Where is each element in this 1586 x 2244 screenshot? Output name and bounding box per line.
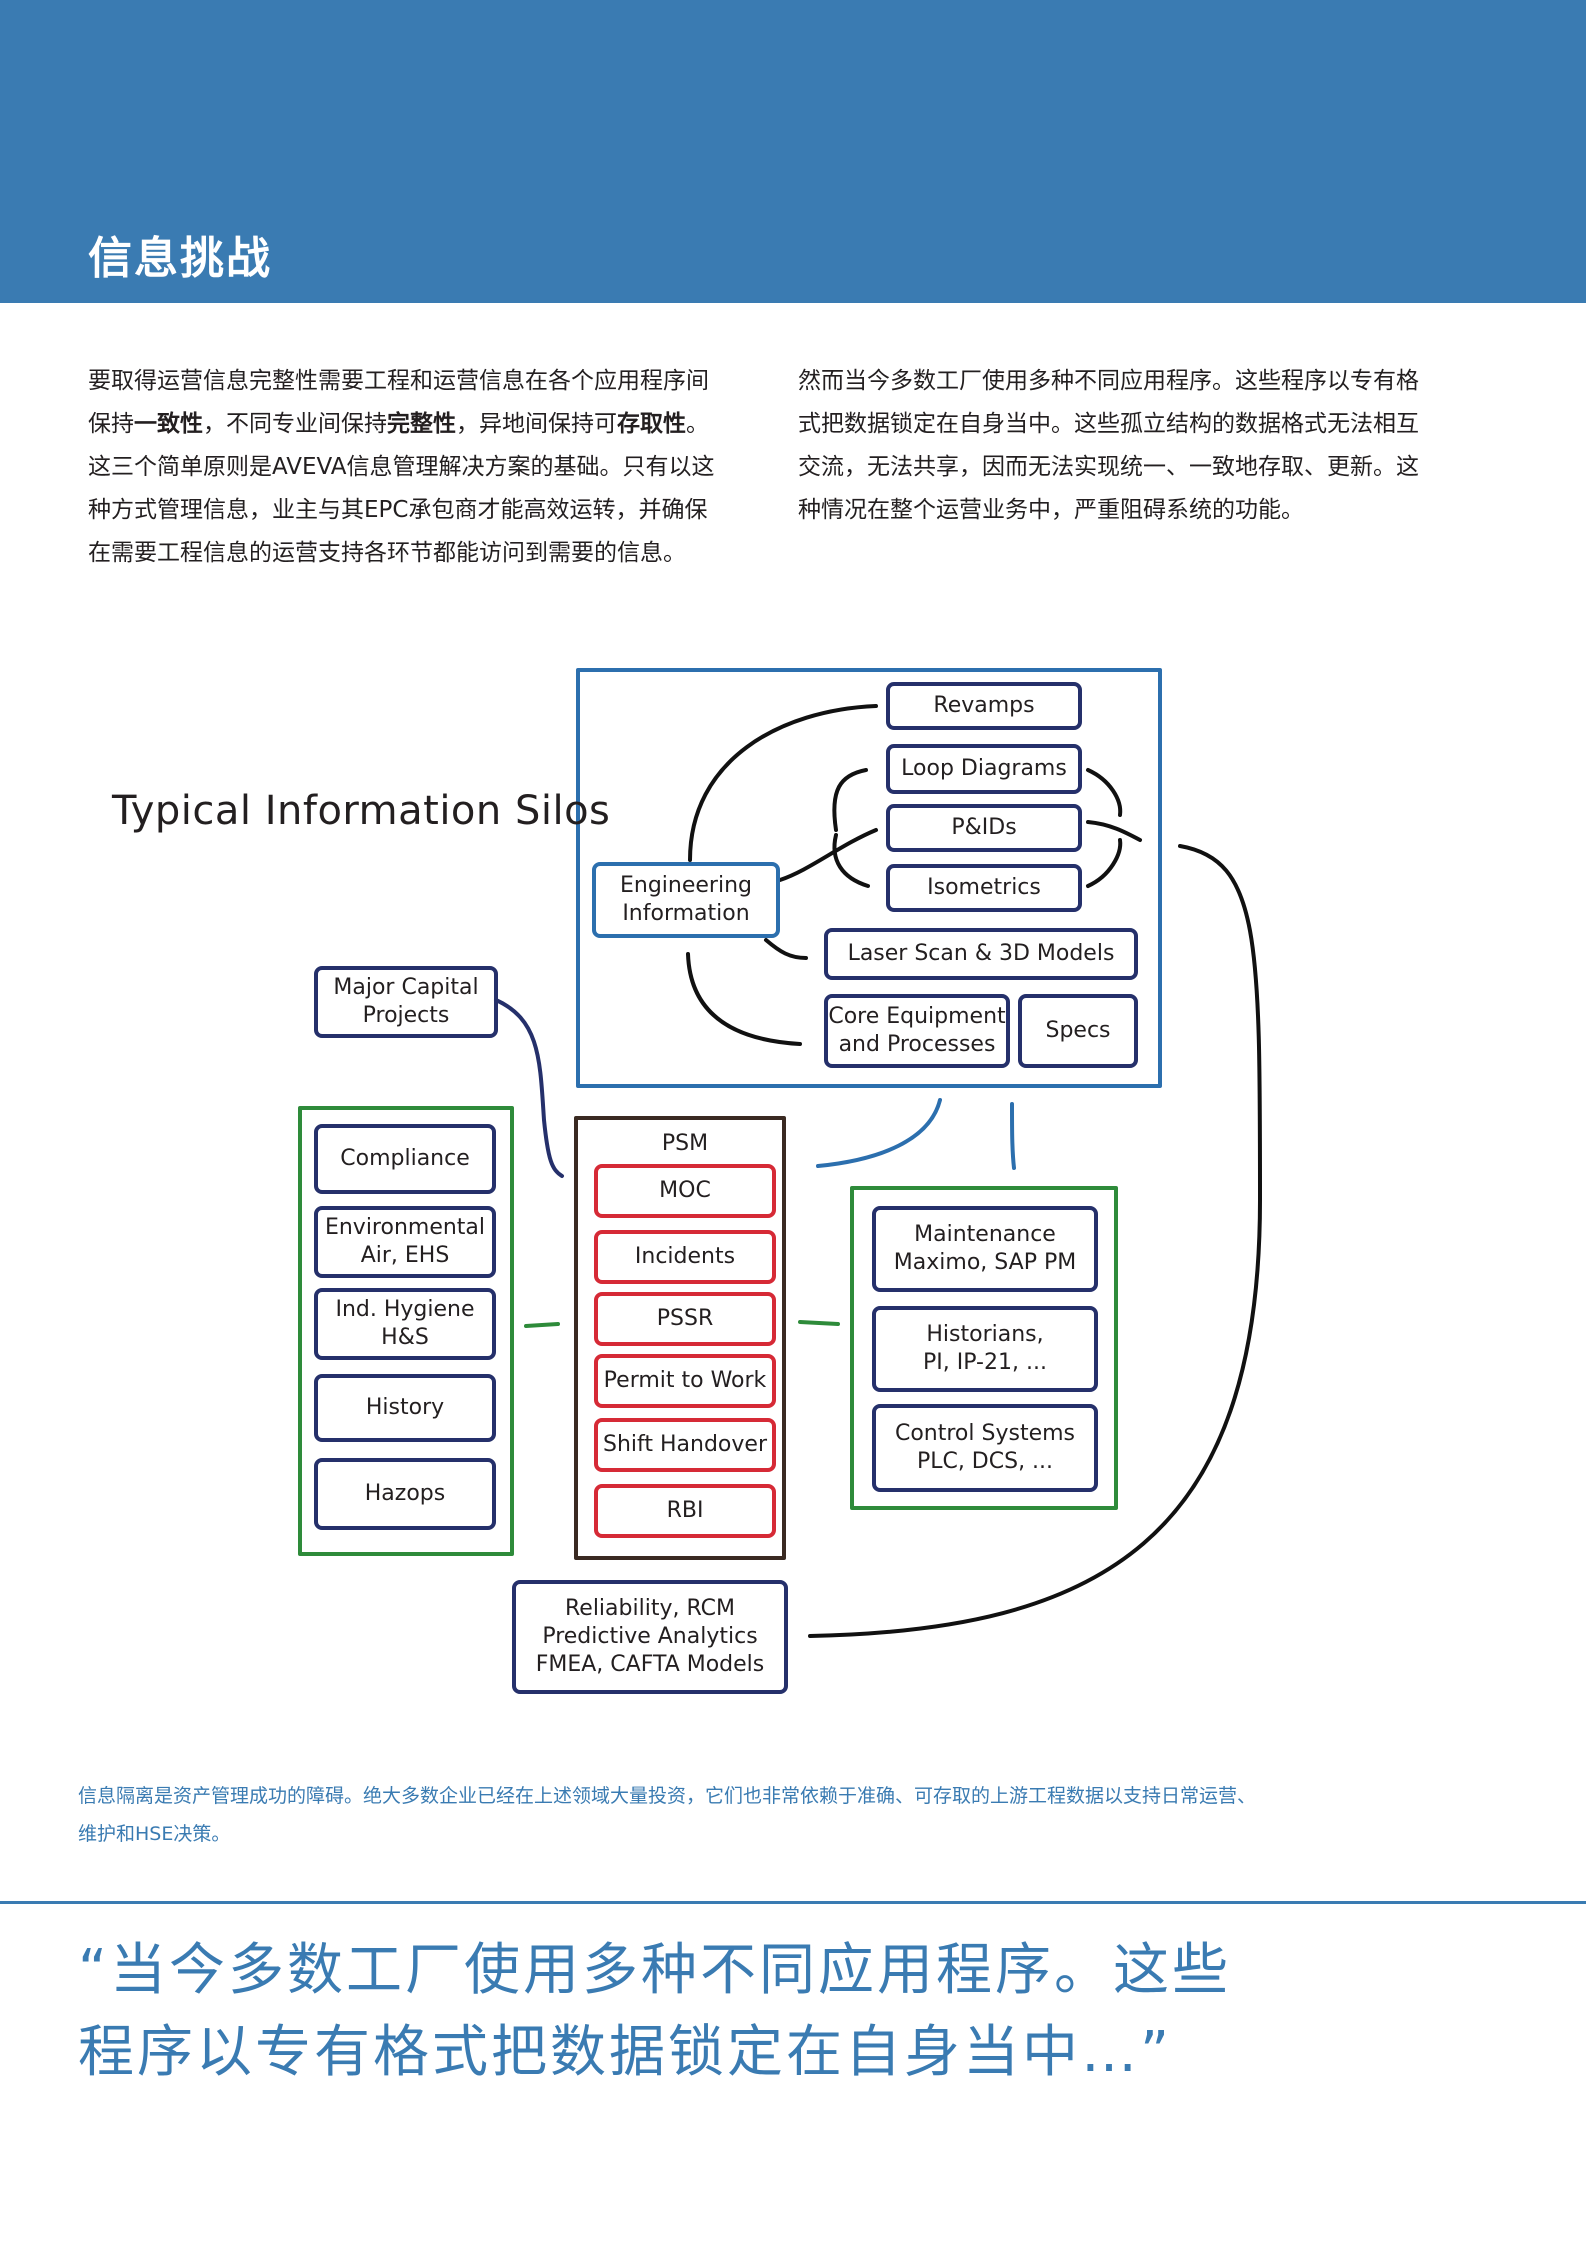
emphasis-completeness: 完整性 [387, 411, 456, 437]
maintenance-frame [850, 1186, 1118, 1510]
ind-hygiene-label: Ind. Hygiene H&S [335, 1297, 475, 1350]
psm-eng-connector [816, 1098, 942, 1168]
emphasis-consistency: 一致性 [134, 411, 203, 437]
engineering-information-box [592, 862, 780, 938]
pssr-label: PSSR [656, 1306, 714, 1331]
psm-header-label: PSM [661, 1131, 709, 1156]
intro-right-column: 然而当今多数工厂使用多种不同应用程序。这些程序以专有格 式把数据锁定在自身当中。… [798, 360, 1458, 532]
intro-left-line: 这三个简单原则是AVEVA信息管理解决方案的基础。只有以这 [88, 454, 715, 480]
permit-to-work-label: Permit to Work [603, 1368, 767, 1393]
pids-label: P&IDs [951, 815, 1017, 840]
intro-left-line: 要取得运营信息完整性需要工程和运营信息在各个应用程序间 [88, 368, 709, 394]
pull-quote-line: “当今多数工厂使用多种不同应用程序。这些 [78, 1938, 1232, 2003]
header-band [0, 0, 1586, 303]
environmental-label: Environmental Air, EHS [324, 1215, 486, 1268]
psm-frame [574, 1116, 786, 1560]
control-systems-label: Control Systems PLC, DCS, ... [894, 1421, 1076, 1474]
compliance-frame [298, 1106, 514, 1556]
intro-right-line: 交流，无法共享，因而无法实现统一、一致地存取、更新。这 [798, 454, 1419, 480]
emphasis-accessibility: 存取性 [617, 411, 686, 437]
hazops-label: Hazops [364, 1481, 446, 1506]
intro-right-line: 然而当今多数工厂使用多种不同应用程序。这些程序以专有格 [798, 368, 1419, 394]
core-equipment-label: Core Equipment and Processes [828, 1004, 1006, 1057]
maintenance-label: Maintenance Maximo, SAP PM [893, 1222, 1077, 1275]
engineering-frame [576, 668, 1162, 1088]
revamps-label: Revamps [933, 693, 1035, 718]
isometrics-label: Isometrics [927, 875, 1041, 900]
maint-eng-connector [1010, 1102, 1016, 1170]
divider-rule [0, 1901, 1586, 1904]
specs-label: Specs [1045, 1018, 1111, 1043]
engineering-information-label: Engineering Information [620, 873, 752, 926]
history-label: History [365, 1395, 445, 1420]
intro-right-line: 种情况在整个运营业务中，严重阻碍系统的功能。 [798, 497, 1304, 523]
page-title: 信息挑战 [88, 233, 272, 284]
engineering-connectors [686, 704, 1142, 1046]
intro-left-line: 种方式管理信息，业主与其EPC承包商才能高效运转，并确保 [88, 497, 708, 523]
figure-caption: 信息隔离是资产管理成功的障碍。绝大多数企业已经在上述领域大量投资，它们也非常依赖… [78, 1777, 1408, 1853]
caption-line: 信息隔离是资产管理成功的障碍。绝大多数企业已经在上述领域大量投资，它们也非常依赖… [78, 1785, 1257, 1807]
intro-left-line: 保持一致性，不同专业间保持完整性，异地间保持可存取性。 [88, 411, 709, 437]
intro-left-line: 在需要工程信息的运营支持各环节都能访问到需要的信息。 [88, 540, 686, 566]
psm-maint-connector [798, 1320, 840, 1326]
major-capital-projects-label: Major Capital Projects [333, 975, 479, 1028]
caption-line: 维护和HSE决策。 [78, 1823, 231, 1845]
historians-label: Historians, PI, IP-21, ... [923, 1322, 1047, 1375]
incidents-label: Incidents [634, 1244, 736, 1269]
compliance-label: Compliance [340, 1146, 470, 1171]
compliance-psm-connector [524, 1322, 560, 1328]
laser-scan-label: Laser Scan & 3D Models [847, 941, 1115, 966]
intro-right-line: 式把数据锁定在自身当中。这些孤立结构的数据格式无法相互 [798, 411, 1419, 437]
return-curve [808, 844, 1262, 1638]
intro-left-column: 要取得运营信息完整性需要工程和运营信息在各个应用程序间 保持一致性，不同专业间保… [88, 360, 748, 575]
moc-label: MOC [659, 1178, 711, 1203]
capital-connector [494, 998, 564, 1178]
loop-diagrams-label: Loop Diagrams [901, 756, 1067, 781]
shift-handover-label: Shift Handover [603, 1432, 767, 1457]
pull-quote: “当今多数工厂使用多种不同应用程序。这些 程序以专有格式把数据锁定在自身当中…” [78, 1930, 1518, 2094]
reliability-label: Reliability, RCM Predictive Analytics FM… [535, 1596, 765, 1677]
diagram-title: Typical Information Silos [112, 788, 611, 834]
diagram-lines [298, 668, 1262, 1694]
pull-quote-line: 程序以专有格式把数据锁定在自身当中…” [78, 2020, 1173, 2085]
rbi-label: RBI [666, 1498, 704, 1523]
information-silos-diagram: Typical Information Silos Engineering In… [0, 640, 1586, 1720]
